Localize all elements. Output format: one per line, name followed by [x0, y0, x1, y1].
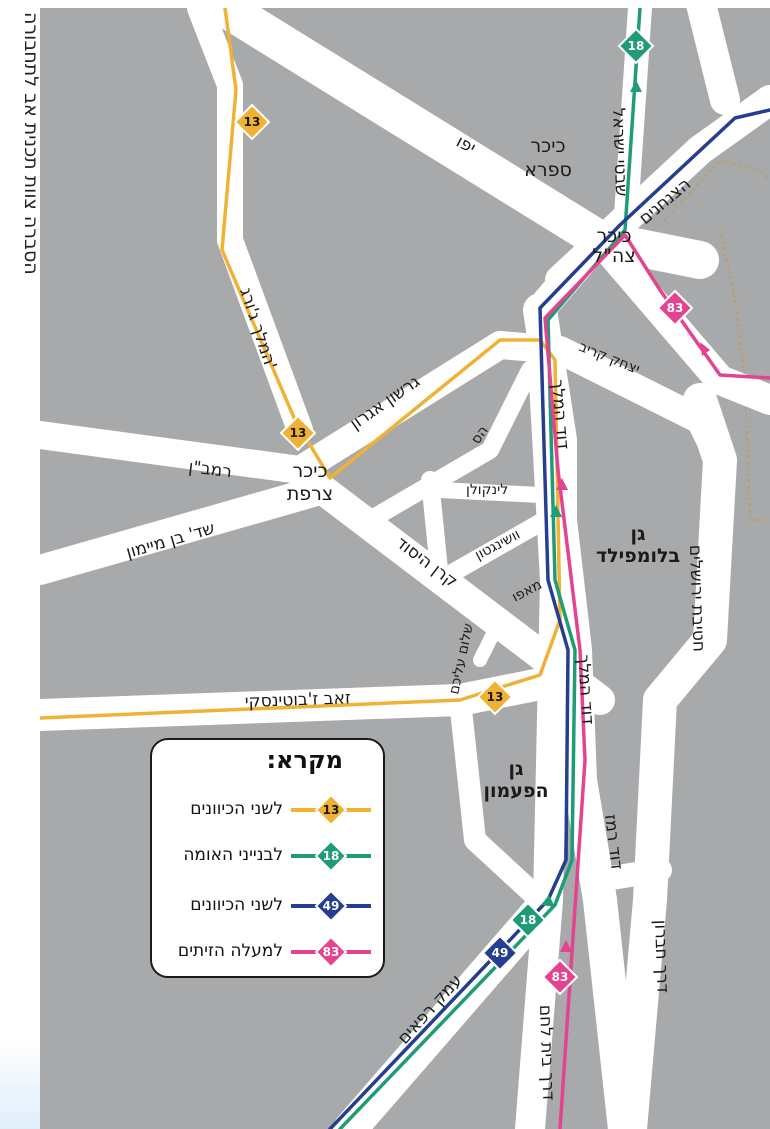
street-label-jerusalem-walls: חטיבת ירושלים: [685, 544, 709, 652]
legend-label-49: לשני הכיוונים: [190, 895, 283, 915]
svg-text:83: 83: [667, 301, 684, 315]
route-badge-13: 13: [476, 678, 514, 716]
legend-label-18: לבנייני האומה: [183, 845, 283, 865]
legend-row-13: 13 לשני הכיוונים: [152, 792, 383, 828]
legend-swatch-49: 49: [291, 889, 371, 923]
route-badge-83: 83: [541, 958, 579, 996]
route-badge-83: 83: [656, 289, 694, 327]
street-label-lincoln: לינקולן: [466, 482, 508, 498]
route-49-line: [328, 108, 770, 1129]
park-label-gan-bloomfield: בלומפילד: [596, 545, 680, 567]
place-label-kikar-tzahal: כיכר: [596, 225, 631, 247]
svg-text:49: 49: [492, 946, 509, 960]
svg-text:18: 18: [323, 849, 340, 863]
legend-label-83: למעלה הזיתים: [177, 941, 283, 961]
svg-text:49: 49: [323, 899, 340, 913]
park-label-gan-hapaamon: גן: [508, 758, 523, 780]
route-arrows: [541, 80, 710, 952]
svg-text:13: 13: [487, 690, 504, 704]
legend-swatch-13: 13: [291, 793, 371, 827]
road-network: [40, 8, 770, 1129]
bus-routes: [40, 8, 770, 1129]
svg-text:18: 18: [628, 39, 645, 53]
route-83-line: [543, 233, 770, 1129]
fade-strip: [0, 1039, 40, 1129]
place-label-kikar-safra: כיכר: [530, 135, 565, 157]
route-badge-13: 13: [233, 103, 271, 141]
place-label-kikar-tzarfat: כיכר: [292, 460, 327, 482]
svg-text:83: 83: [552, 970, 569, 984]
route-map: 13 13 13 18 18 49: [40, 8, 770, 1129]
place-label-kikar-tzahal: צה"ל: [592, 245, 635, 267]
park-label-gan-hapaamon: הפעמון: [484, 780, 549, 802]
route-badge-18: 18: [509, 901, 547, 939]
svg-text:13: 13: [244, 115, 261, 129]
route-badge-13: 13: [279, 414, 317, 452]
legend-row-18: 18 לבנייני האומה: [152, 838, 383, 874]
place-label-kikar-safra: ספרא: [524, 159, 572, 181]
map-legend: מקרא: 13 לשני הכיוונים 18 לבנייני האומה …: [150, 738, 385, 978]
route-badge-49: 49: [481, 934, 519, 972]
legend-row-83: 83 למעלה הזיתים: [152, 934, 383, 970]
route-badge-18: 18: [617, 27, 655, 65]
legend-label-13: לשני הכיוונים: [190, 799, 283, 819]
svg-text:13: 13: [290, 426, 307, 440]
svg-text:18: 18: [520, 913, 537, 927]
credit-text: הסברה צוות תכנית אב לתחבורה: [20, 12, 42, 275]
place-labels: כיכר ספרא כיכר צה"ל כיכר צרפת גן בלומפיל…: [287, 135, 680, 802]
street-label-shivtei-israel: שבטי ישראל: [608, 107, 631, 196]
street-label-derech-hevron: דרך חברון: [650, 919, 673, 993]
svg-text:83: 83: [323, 945, 340, 959]
place-label-kikar-tzarfat: צרפת: [287, 483, 333, 505]
route-badges: 13 13 13 18 18 49: [233, 27, 694, 996]
route-18-line: [338, 8, 642, 1129]
legend-row-49: 49 לשני הכיוונים: [152, 888, 383, 924]
side-credit: הסברה צוות תכנית אב לתחבורה: [0, 0, 42, 1129]
park-label-gan-bloomfield: גן: [630, 523, 645, 545]
street-label-derech-beit-lehem: דרך בית לחם: [535, 1004, 558, 1100]
svg-text:13: 13: [323, 803, 340, 817]
street-label-king-david-south: דוד המלך: [573, 654, 598, 725]
legend-swatch-18: 18: [291, 839, 371, 873]
legend-swatch-83: 83: [291, 935, 371, 969]
route-13-line: [40, 8, 562, 720]
legend-title: מקרא:: [266, 746, 343, 774]
old-city-boundary: [659, 158, 770, 521]
street-label-jabotinsky: זאב ז'בוטינסקי: [244, 688, 351, 712]
